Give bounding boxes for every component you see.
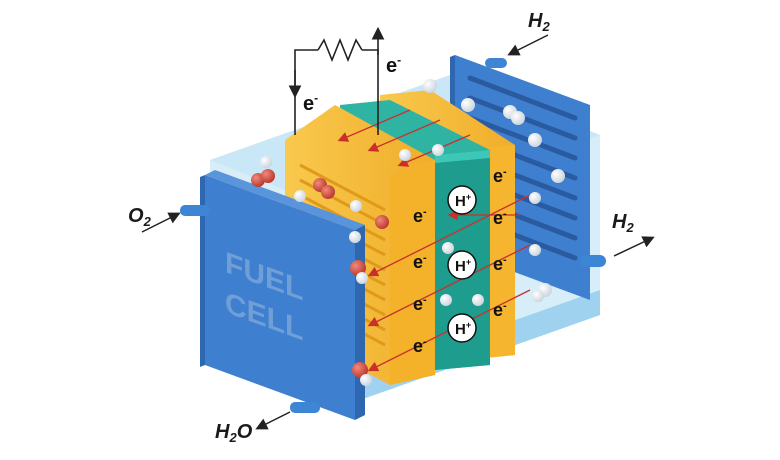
electron-label: e- [493, 166, 507, 186]
oxygen-inlet: O2 [128, 205, 181, 233]
svg-text:H+: H+ [455, 320, 471, 338]
resistor [317, 37, 363, 63]
hydrogen-inlet-pipe [485, 58, 507, 68]
proton-circle: H+ [447, 185, 477, 215]
hydrogen-outlet-pipe [580, 255, 606, 267]
flow-labels: O2 H2 H2 H2O [128, 10, 655, 445]
electrode-electrons: e- e- e- e- e- e- e- e- [413, 166, 507, 356]
hydrogen-in-label: H2 [528, 10, 550, 34]
molecules [251, 79, 565, 386]
oxygen-label: O2 [128, 205, 152, 229]
electron-label: e- [493, 208, 507, 228]
front-panel: FUEL CELL [180, 170, 365, 420]
external-circuit: e- e- [288, 26, 401, 135]
proton-markers: H+ H+ H+ [447, 185, 477, 343]
electron-label: e- [493, 300, 507, 320]
electron-label: e- [413, 294, 427, 314]
hydrogen-out-label: H2 [612, 211, 634, 235]
water-label: H2O [215, 421, 253, 445]
hydrogen-outlet: H2 [612, 211, 655, 257]
proton-circle: H+ [447, 250, 477, 280]
electron-label: e- [413, 336, 427, 356]
svg-text:H+: H+ [455, 192, 471, 210]
oxygen-inlet-pipe [180, 205, 210, 216]
hydrogen-molecules [260, 79, 565, 386]
oxygen-molecules [251, 169, 389, 378]
water-outlet: H2O [215, 411, 291, 445]
svg-text:H+: H+ [455, 257, 471, 275]
electron-label: e- [413, 252, 427, 272]
circuit-electron-right: e- [386, 53, 401, 77]
electron-label: e- [413, 206, 427, 226]
water-outlet-pipe [290, 402, 320, 413]
proton-circle: H+ [447, 313, 477, 343]
electron-label: e- [493, 254, 507, 274]
hydrogen-inlet: H2 [507, 10, 550, 56]
circuit-electron-left: e- [303, 91, 318, 115]
